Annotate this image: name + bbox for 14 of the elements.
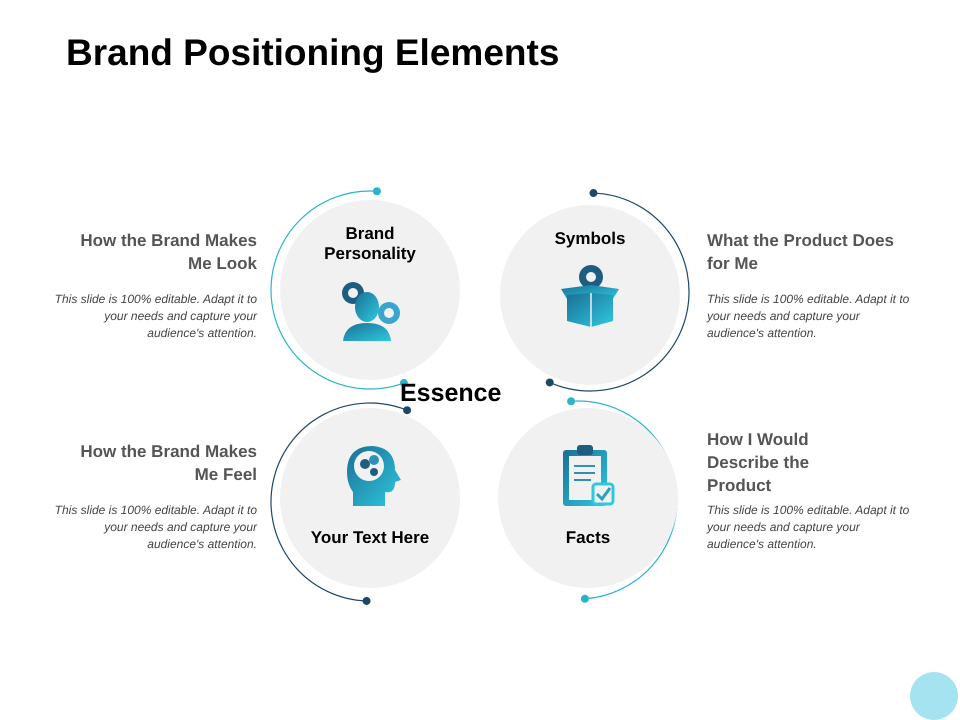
- heading: How the Brand Makes Me Feel: [79, 441, 257, 486]
- heading: How the Brand Makes Me Look: [79, 230, 257, 275]
- heading: How I Would Describe the Product: [707, 429, 810, 497]
- description: This slide is 100% editable. Adapt it to your needs and capture your audience's attention.: [54, 291, 257, 342]
- slide-title: Brand Positioning Elements: [66, 31, 560, 75]
- circle-title: Symbols: [554, 229, 626, 250]
- circle-title: Facts: [566, 528, 610, 548]
- description: This slide is 100% editable. Adapt it to your needs and capture your audience's attention.: [707, 291, 910, 342]
- circle-title: Brand Personality: [323, 224, 417, 265]
- center-label: Essence: [400, 378, 502, 409]
- heading: What the Product Does for Me: [707, 230, 896, 275]
- description: This slide is 100% editable. Adapt it to your needs and capture your audience's attention.: [54, 502, 257, 552]
- description: This slide is 100% editable. Adapt it to your needs and capture your audience's attention.: [707, 502, 910, 552]
- circle-title: Your Text Here: [310, 528, 430, 548]
